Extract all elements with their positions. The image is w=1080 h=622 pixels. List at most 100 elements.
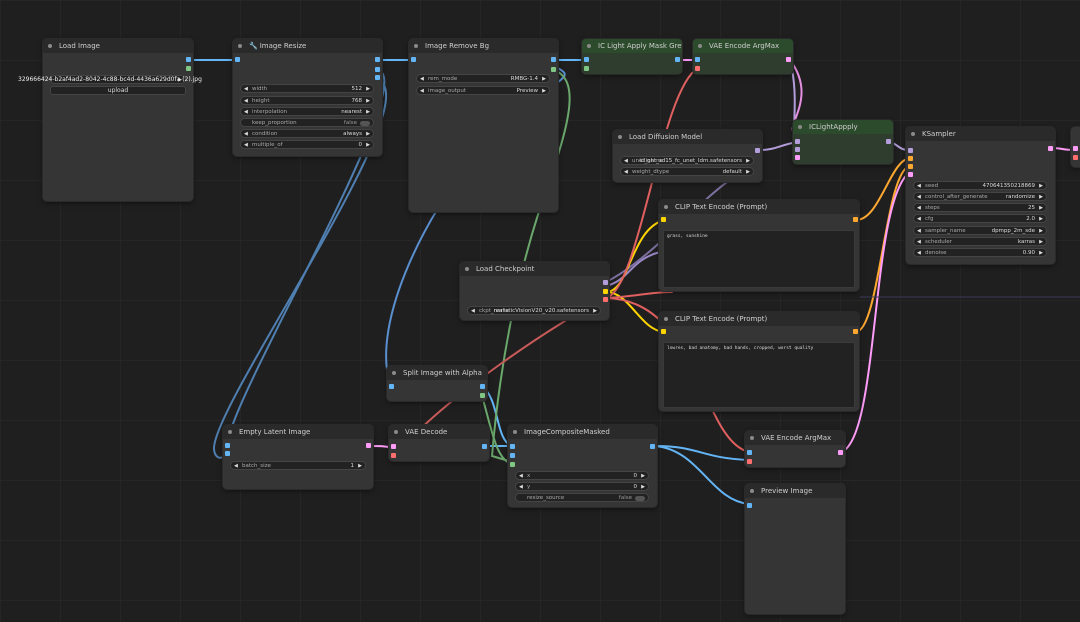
- input-port-negative[interactable]: [908, 164, 913, 169]
- arrow-left-icon[interactable]: ◀: [519, 484, 523, 490]
- toggle-switch[interactable]: [635, 495, 645, 501]
- input-port-image[interactable]: [411, 57, 416, 62]
- collapse-dot[interactable]: [664, 317, 668, 321]
- input-port-pixels[interactable]: [747, 450, 752, 455]
- collapse-dot[interactable]: [465, 267, 469, 271]
- output-port-image[interactable]: [650, 444, 655, 449]
- arrow-left-icon[interactable]: ◀: [917, 194, 921, 200]
- input-port-image[interactable]: [235, 57, 240, 62]
- input-port-pixels[interactable]: [695, 57, 700, 62]
- collapse-dot[interactable]: [587, 44, 591, 48]
- node-title[interactable]: VAE Encode ArgMax: [693, 39, 793, 53]
- node-title[interactable]: CLIP Text Encode (Prompt): [659, 200, 859, 214]
- arrow-left-icon[interactable]: ◀: [917, 216, 921, 222]
- output-port-latent[interactable]: [838, 450, 843, 455]
- input-port-images[interactable]: [747, 503, 752, 508]
- output-port-latent[interactable]: [1048, 146, 1053, 151]
- output-port-mask[interactable]: [186, 66, 191, 71]
- output-port-image[interactable]: [482, 444, 487, 449]
- iclight-apply-node[interactable]: ICLightAppply: [793, 120, 893, 164]
- ic-light-apply-mask-grey-node[interactable]: IC Light Apply Mask Grey: [582, 39, 682, 74]
- node-title[interactable]: IC Light Apply Mask Grey: [582, 39, 682, 53]
- node-title[interactable]: ImageCompositeMasked: [508, 425, 657, 439]
- collapse-dot[interactable]: [414, 44, 418, 48]
- input-port-positive[interactable]: [908, 156, 913, 161]
- input-port-latent-image[interactable]: [908, 172, 913, 177]
- arrow-left-icon[interactable]: ◀: [917, 239, 921, 245]
- image-select-widget[interactable]: ▶: [50, 75, 186, 84]
- upload-button[interactable]: upload: [50, 86, 186, 95]
- arrow-right-icon[interactable]: ▶: [366, 142, 370, 148]
- offscreen-node[interactable]: [1071, 127, 1080, 167]
- output-port-height[interactable]: [375, 75, 380, 80]
- input-port-samples[interactable]: [1073, 146, 1078, 151]
- split-image-with-alpha-node[interactable]: Split Image with Alpha: [387, 366, 487, 401]
- output-port-model[interactable]: [886, 139, 891, 144]
- collapse-dot[interactable]: [394, 430, 398, 434]
- arrow-left-icon[interactable]: ◀: [244, 98, 248, 104]
- arrow-left-icon[interactable]: ◀: [624, 158, 628, 164]
- load-image-node[interactable]: Load Image ▶ upload: [43, 39, 193, 201]
- arrow-left-icon[interactable]: ◀: [917, 250, 921, 256]
- node-title[interactable]: Load Diffusion Model: [613, 130, 762, 144]
- clip-text-encode-positive-node[interactable]: CLIP Text Encode (Prompt) grass, sunshin…: [659, 200, 859, 291]
- collapse-dot[interactable]: [911, 132, 915, 136]
- output-port-model[interactable]: [755, 148, 760, 153]
- arrow-right-icon[interactable]: ▶: [1039, 205, 1043, 211]
- output-port-image[interactable]: [551, 57, 556, 62]
- vae-encode-argmax-bottom-node[interactable]: VAE Encode ArgMax: [745, 431, 845, 467]
- node-title[interactable]: VAE Decode: [389, 425, 489, 439]
- collapse-dot[interactable]: [798, 125, 802, 129]
- arrow-right-icon[interactable]: ▶: [746, 158, 750, 164]
- node-title[interactable]: CLIP Text Encode (Prompt): [659, 312, 859, 326]
- output-port-image[interactable]: [186, 57, 191, 62]
- arrow-left-icon[interactable]: ◀: [244, 142, 248, 148]
- node-title[interactable]: Image Remove Bg: [409, 39, 558, 53]
- input-port-image[interactable]: [389, 384, 394, 389]
- collapse-dot[interactable]: [618, 135, 622, 139]
- node-title[interactable]: Empty Latent Image: [223, 425, 373, 439]
- arrow-left-icon[interactable]: ◀: [420, 88, 424, 94]
- input-port-ic-model[interactable]: [795, 147, 800, 152]
- prompt-textarea[interactable]: lowres, bad anatomy, bad hands, cropped,…: [663, 342, 855, 408]
- output-port-latent[interactable]: [786, 57, 791, 62]
- toggle-switch[interactable]: [360, 120, 370, 126]
- arrow-right-icon[interactable]: ▶: [1039, 194, 1043, 200]
- collapse-dot[interactable]: [48, 44, 52, 48]
- input-port-vae[interactable]: [391, 453, 396, 458]
- arrow-right-icon[interactable]: ▶: [366, 109, 370, 115]
- arrow-right-icon[interactable]: ▶: [358, 463, 362, 469]
- collapse-dot[interactable]: [698, 44, 702, 48]
- arrow-left-icon[interactable]: ◀: [917, 183, 921, 189]
- input-port-clip[interactable]: [661, 329, 666, 334]
- input-port-alpha[interactable]: [584, 66, 589, 71]
- collapse-dot[interactable]: [392, 371, 396, 375]
- input-port-model[interactable]: [795, 139, 800, 144]
- node-title[interactable]: 🔧Image Resize: [233, 39, 382, 53]
- vae-decode-node[interactable]: VAE Decode: [389, 425, 489, 461]
- output-port-image[interactable]: [675, 57, 680, 62]
- node-title[interactable]: Load Image: [43, 39, 193, 53]
- output-port-vae[interactable]: [603, 297, 608, 302]
- collapse-dot[interactable]: [513, 430, 517, 434]
